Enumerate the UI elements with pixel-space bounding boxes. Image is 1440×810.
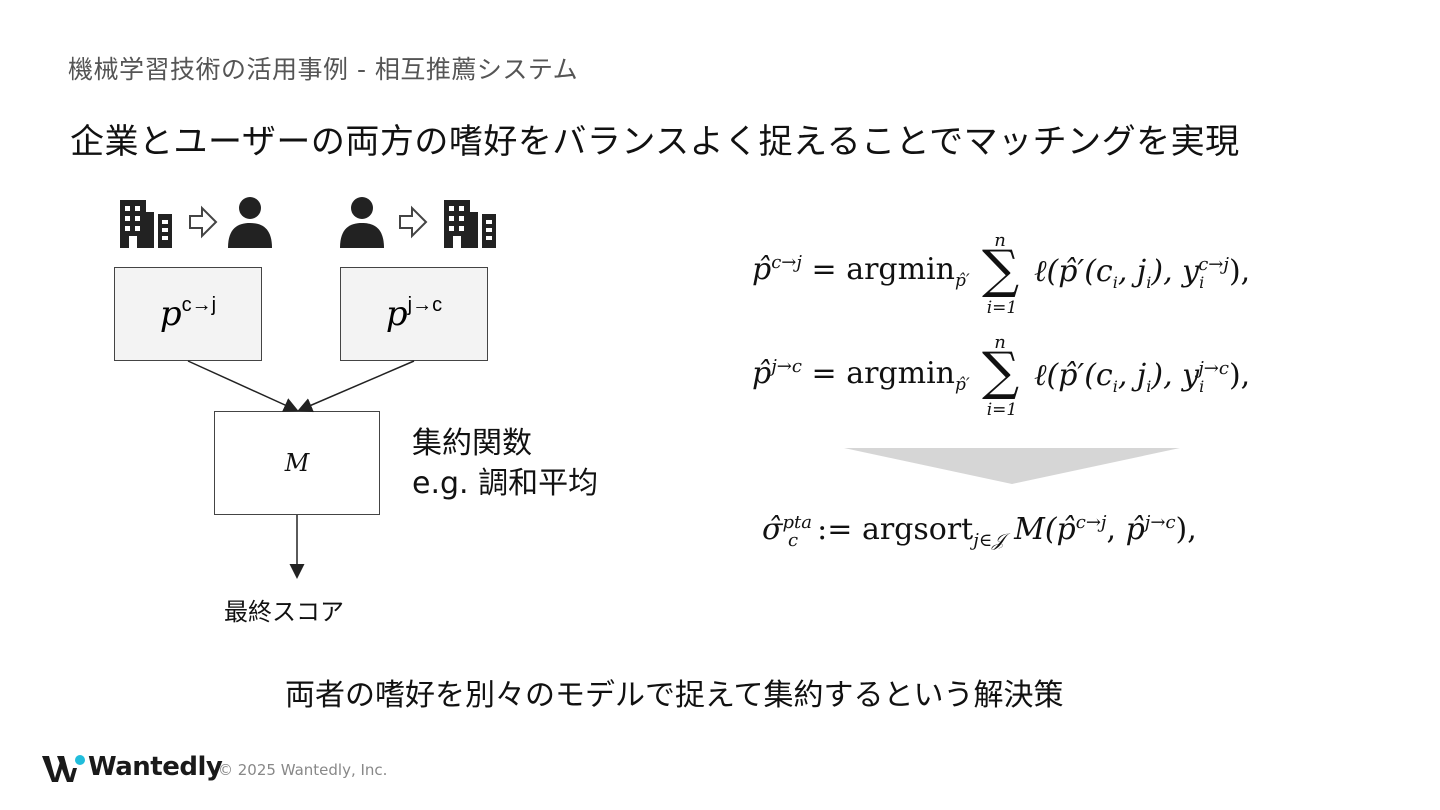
box-left-sup: c→j	[181, 294, 217, 316]
building-icon	[120, 200, 172, 248]
wantedly-logo-icon	[42, 755, 85, 782]
sum-symbol: ∑	[982, 240, 1020, 300]
sum-symbol: ∑	[982, 342, 1020, 402]
aggregation-label-line2: e.g. 調和平均	[412, 466, 599, 501]
connector-arrow	[187, 360, 299, 412]
wantedly-logo-text: Wantedly	[88, 752, 223, 782]
person-icon	[228, 197, 272, 248]
copyright-text: © 2025 Wantedly, Inc.	[218, 761, 388, 779]
down-arrow-shape	[844, 448, 1180, 484]
arrow-right-icon	[189, 205, 218, 239]
aggregation-var: M	[284, 449, 310, 477]
connector-arrow	[297, 360, 415, 413]
person-icon	[340, 197, 384, 248]
model-box-company-to-job: pc→j	[114, 267, 262, 361]
building-icon	[444, 200, 496, 248]
formula-pjc: p̂j→c = argminp̂′	[752, 356, 970, 395]
aggregation-label: 集約関数 e.g. 調和平均	[412, 424, 598, 504]
formula-pcj-rhs: ℓ(p̂′(ci, ji), yic→j),	[1034, 254, 1251, 292]
aggregation-label-line1: 集約関数	[412, 426, 532, 461]
sum-lower: i=1	[986, 298, 1018, 318]
sum-upper: n	[994, 332, 1006, 353]
box-left-var: p	[159, 294, 182, 334]
formula-sigma: σ̂ptac := argsortj∈𝒥 M(p̂c→j, p̂j→c),	[762, 512, 1197, 551]
final-score-label: 最終スコア	[224, 598, 344, 626]
formula-pjc-rhs: ℓ(p̂′(ci, ji), yij→c),	[1034, 358, 1251, 396]
diagram-connectors	[187, 360, 415, 579]
sum-lower: i=1	[986, 400, 1018, 420]
conclusion-text: 両者の嗜好を別々のモデルで捉えて集約するという解決策	[285, 678, 1064, 713]
formula-pcj: p̂c→j = argminp̂′	[752, 252, 970, 291]
model-box-job-to-company: pj→c	[340, 267, 488, 361]
section-title: 機械学習技術の活用事例 - 相互推薦システム	[68, 55, 579, 84]
arrow-right-icon	[399, 205, 428, 239]
box-right-var: p	[385, 294, 408, 334]
box-right-sup: j→c	[407, 294, 443, 316]
sum-upper: n	[994, 230, 1006, 251]
icon-row	[120, 197, 496, 248]
page-headline: 企業とユーザーの両方の嗜好をバランスよく捉えることでマッチングを実現	[70, 122, 1240, 162]
